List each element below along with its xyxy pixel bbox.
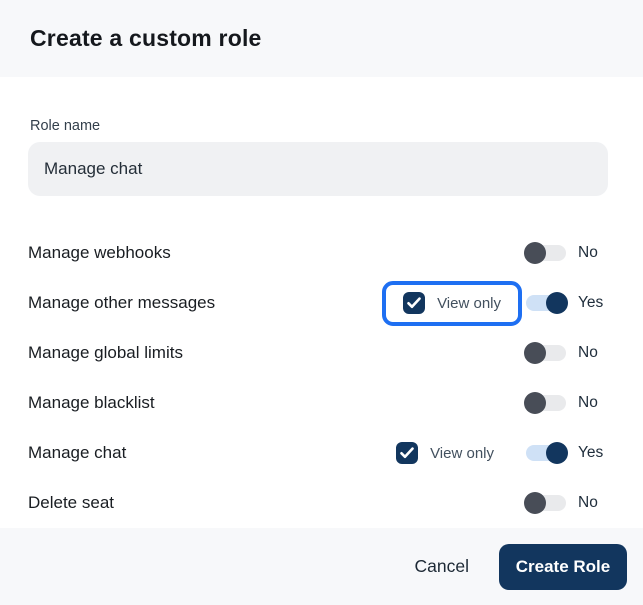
toggle-state-label: Yes [578, 294, 604, 311]
role-name-field: Role name [28, 118, 608, 196]
permission-row-manage-other-messages: Manage other messages View only [28, 278, 608, 328]
permission-label: Manage global limits [28, 343, 183, 362]
permission-toggle[interactable] [524, 442, 568, 464]
permission-row-manage-blacklist: Manage blacklist No [28, 378, 608, 428]
view-only-label: View only [430, 444, 494, 462]
toggle-knob [524, 392, 546, 414]
checkmark-icon [400, 447, 414, 459]
toggle-knob [524, 342, 546, 364]
dialog-header: Create a custom role [0, 0, 643, 77]
permissions-list: Manage webhooks No Manage other messages [28, 228, 608, 528]
dialog-body: Role name Manage webhooks No Manage othe… [0, 77, 643, 528]
view-only-checkbox[interactable] [403, 292, 426, 314]
permission-label: Manage blacklist [28, 393, 155, 412]
permission-label: Manage webhooks [28, 243, 171, 262]
view-only-group: View only [396, 442, 494, 464]
toggle-state-label: No [578, 494, 598, 511]
permission-toggle[interactable] [524, 242, 568, 264]
cancel-button[interactable]: Cancel [414, 556, 469, 576]
permission-row-manage-global-limits: Manage global limits No [28, 328, 608, 378]
permission-row-manage-webhooks: Manage webhooks No [28, 228, 608, 278]
permission-label: Manage other messages [28, 293, 216, 312]
checkmark-icon [407, 297, 421, 309]
role-name-label: Role name [30, 118, 101, 134]
view-only-group: View only [403, 292, 501, 314]
permission-toggle[interactable] [524, 492, 568, 514]
highlight-annotation: View only [382, 280, 522, 326]
toggle-state-label: No [578, 394, 598, 411]
toggle-state-label: Yes [578, 444, 604, 461]
dialog-footer: Cancel Create Role [0, 528, 643, 605]
permission-label: Delete seat [28, 493, 114, 512]
role-name-input[interactable] [28, 142, 608, 196]
dialog-title: Create a custom role [30, 25, 262, 51]
permission-row-manage-chat: Manage chat View only Yes [28, 428, 608, 478]
toggle-state-label: No [578, 244, 598, 261]
toggle-knob [546, 292, 568, 314]
permission-toggle[interactable] [524, 342, 568, 364]
toggle-knob [524, 242, 546, 264]
permission-toggle[interactable] [524, 392, 568, 414]
create-role-button[interactable]: Create Role [499, 543, 627, 590]
permission-toggle[interactable] [524, 292, 568, 314]
view-only-checkbox[interactable] [396, 442, 419, 464]
toggle-knob [524, 492, 546, 514]
permission-row-delete-seat: Delete seat No [28, 478, 608, 528]
toggle-state-label: No [578, 344, 598, 361]
toggle-knob [546, 442, 568, 464]
permission-label: Manage chat [28, 443, 127, 462]
view-only-label: View only [437, 294, 501, 312]
